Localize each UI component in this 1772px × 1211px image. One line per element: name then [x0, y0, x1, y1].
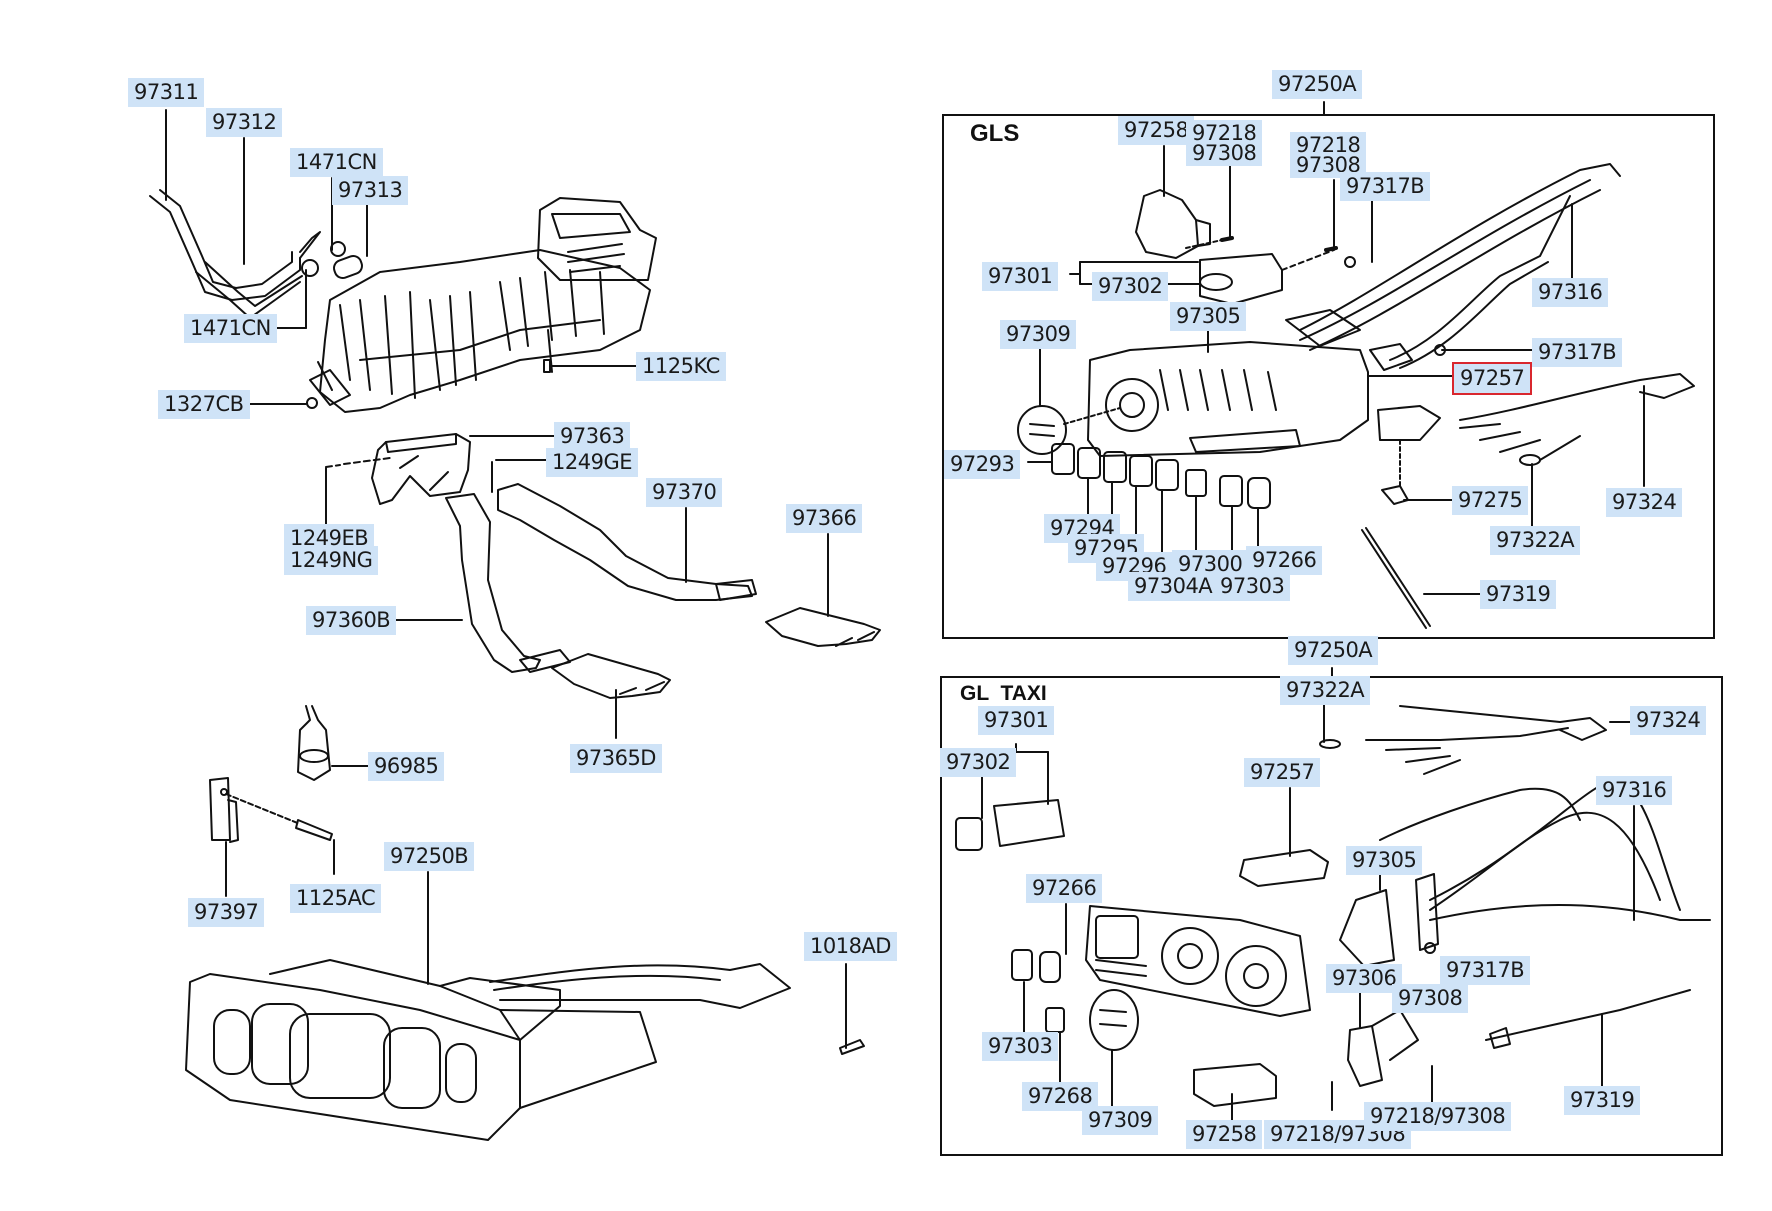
part-label-1125kc[interactable]: 1125KC — [636, 352, 726, 381]
gls-part-label-97324[interactable]: 97324 — [1606, 488, 1683, 517]
gls-label-97218-a: 97218 — [1192, 121, 1257, 145]
gls-part-label-97305[interactable]: 97305 — [1170, 302, 1247, 331]
taxi-part-label-97308[interactable]: 97308 — [1392, 984, 1469, 1013]
gls-part-label-97250a[interactable]: 97250A — [1272, 70, 1363, 99]
duct-97366-drawing — [766, 608, 880, 646]
part-label-97370[interactable]: 97370 — [646, 478, 723, 507]
part-label-1249ge[interactable]: 1249GE — [546, 448, 638, 477]
hose-clamp-1471cn-drawing — [302, 242, 364, 280]
sensor-96985-drawing — [298, 706, 330, 780]
taxi-part-label-97324[interactable]: 97324 — [1630, 706, 1707, 735]
taxi-part-label-97258[interactable]: 97258 — [1186, 1120, 1263, 1149]
part-label-97365d[interactable]: 97365D — [570, 744, 662, 773]
taxi-part-label-97306[interactable]: 97306 — [1326, 964, 1403, 993]
duct-97370-drawing — [498, 484, 756, 600]
gls-part-label-97293[interactable]: 97293 — [944, 450, 1021, 479]
part-label-1327cb[interactable]: 1327CB — [158, 390, 250, 419]
part-label-97366[interactable]: 97366 — [786, 504, 863, 533]
taxi-part-label-97250a[interactable]: 97250A — [1288, 636, 1379, 665]
part-label-97311[interactable]: 97311 — [128, 78, 205, 107]
gls-label-97218-b: 97218 — [1296, 133, 1361, 157]
gls-panel-art — [1018, 164, 1694, 628]
gls-part-label-97218-97308-b[interactable]: 97218 97308 — [1290, 132, 1367, 178]
duct-97360b-drawing — [446, 494, 570, 672]
taxi-part-label-97305[interactable]: 97305 — [1346, 846, 1423, 875]
taxi-part-label-97319[interactable]: 97319 — [1564, 1086, 1641, 1115]
duct-97363-drawing — [372, 434, 470, 504]
gls-part-label-97319[interactable]: 97319 — [1480, 580, 1557, 609]
taxi-part-label-97302[interactable]: 97302 — [940, 748, 1017, 777]
taxi-part-label-97218-97308-b[interactable]: 97218/97308 — [1364, 1102, 1512, 1131]
part-label-97397[interactable]: 97397 — [188, 898, 265, 927]
gls-label-97308-a: 97308 — [1192, 141, 1257, 165]
taxi-part-label-97301[interactable]: 97301 — [978, 706, 1055, 735]
part-label-97312[interactable]: 97312 — [206, 108, 283, 137]
gls-panel-frame — [942, 114, 1715, 639]
taxi-part-label-97316[interactable]: 97316 — [1596, 776, 1673, 805]
taxi-part-label-97309[interactable]: 97309 — [1082, 1106, 1159, 1135]
heater-unit-housing-drawing — [310, 198, 656, 412]
gls-part-label-97258[interactable]: 97258 — [1118, 116, 1195, 145]
screw-1125kc-drawing — [544, 360, 550, 372]
gls-panel-title: GLS — [970, 120, 1020, 147]
taxi-part-label-97322a[interactable]: 97322A — [1280, 676, 1371, 705]
taxi-part-label-97303[interactable]: 97303 — [982, 1032, 1059, 1061]
gls-part-label-97300[interactable]: 97300 — [1172, 550, 1249, 579]
gls-part-label-97309[interactable]: 97309 — [1000, 320, 1077, 349]
heater-hose-97311-drawing — [150, 190, 320, 318]
leader-lines — [166, 102, 1644, 1124]
part-label-97360b[interactable]: 97360B — [306, 606, 397, 635]
gls-part-label-97302[interactable]: 97302 — [1092, 272, 1169, 301]
taxi-part-label-97317b[interactable]: 97317B — [1440, 956, 1531, 985]
part-label-1471cn-top[interactable]: 1471CN — [290, 148, 383, 177]
taxi-part-label-97266[interactable]: 97266 — [1026, 874, 1103, 903]
gls-part-label-97257-selected[interactable]: 97257 — [1451, 362, 1533, 395]
part-label-1249ng[interactable]: 1249NG — [284, 546, 379, 575]
part-label-1471cn-bottom[interactable]: 1471CN — [184, 314, 277, 343]
screw-1125ac-drawing — [296, 820, 332, 840]
gls-part-label-97275[interactable]: 97275 — [1452, 486, 1529, 515]
part-label-1125ac[interactable]: 1125AC — [290, 884, 382, 913]
gl-taxi-panel-art — [956, 706, 1710, 1106]
gls-part-label-97301[interactable]: 97301 — [982, 262, 1059, 291]
part-label-96985[interactable]: 96985 — [368, 752, 445, 781]
gls-part-label-97317b[interactable]: 97317B — [1532, 338, 1623, 367]
gls-part-label-97322a[interactable]: 97322A — [1490, 526, 1581, 555]
part-label-97313[interactable]: 97313 — [332, 176, 409, 205]
gl-taxi-panel-title: GL TAXI — [960, 682, 1047, 705]
gls-part-label-97317b-top[interactable]: 97317B — [1340, 172, 1431, 201]
screw-1327cb-drawing — [307, 398, 317, 408]
gls-part-label-97218-97308-a[interactable]: 97218 97308 — [1186, 120, 1263, 166]
screw-1249eb-drawing — [326, 458, 390, 467]
control-head-97250b-drawing — [186, 960, 790, 1140]
bracket-97397-drawing — [210, 778, 300, 842]
part-label-1018ad[interactable]: 1018AD — [804, 932, 897, 961]
gls-part-label-97303[interactable]: 97303 — [1214, 572, 1291, 601]
part-label-97363[interactable]: 97363 — [554, 422, 631, 451]
gls-part-label-97316[interactable]: 97316 — [1532, 278, 1609, 307]
part-label-97250b[interactable]: 97250B — [384, 842, 475, 871]
gls-part-label-97266[interactable]: 97266 — [1246, 546, 1323, 575]
gls-label-97308-b: 97308 — [1296, 153, 1361, 177]
gls-part-label-97296[interactable]: 97296 — [1096, 552, 1173, 581]
screw-1018ad-drawing — [840, 1040, 864, 1054]
gls-part-label-97304a[interactable]: 97304A — [1128, 572, 1219, 601]
taxi-part-label-97257[interactable]: 97257 — [1244, 758, 1321, 787]
duct-97365d-drawing — [552, 654, 670, 698]
